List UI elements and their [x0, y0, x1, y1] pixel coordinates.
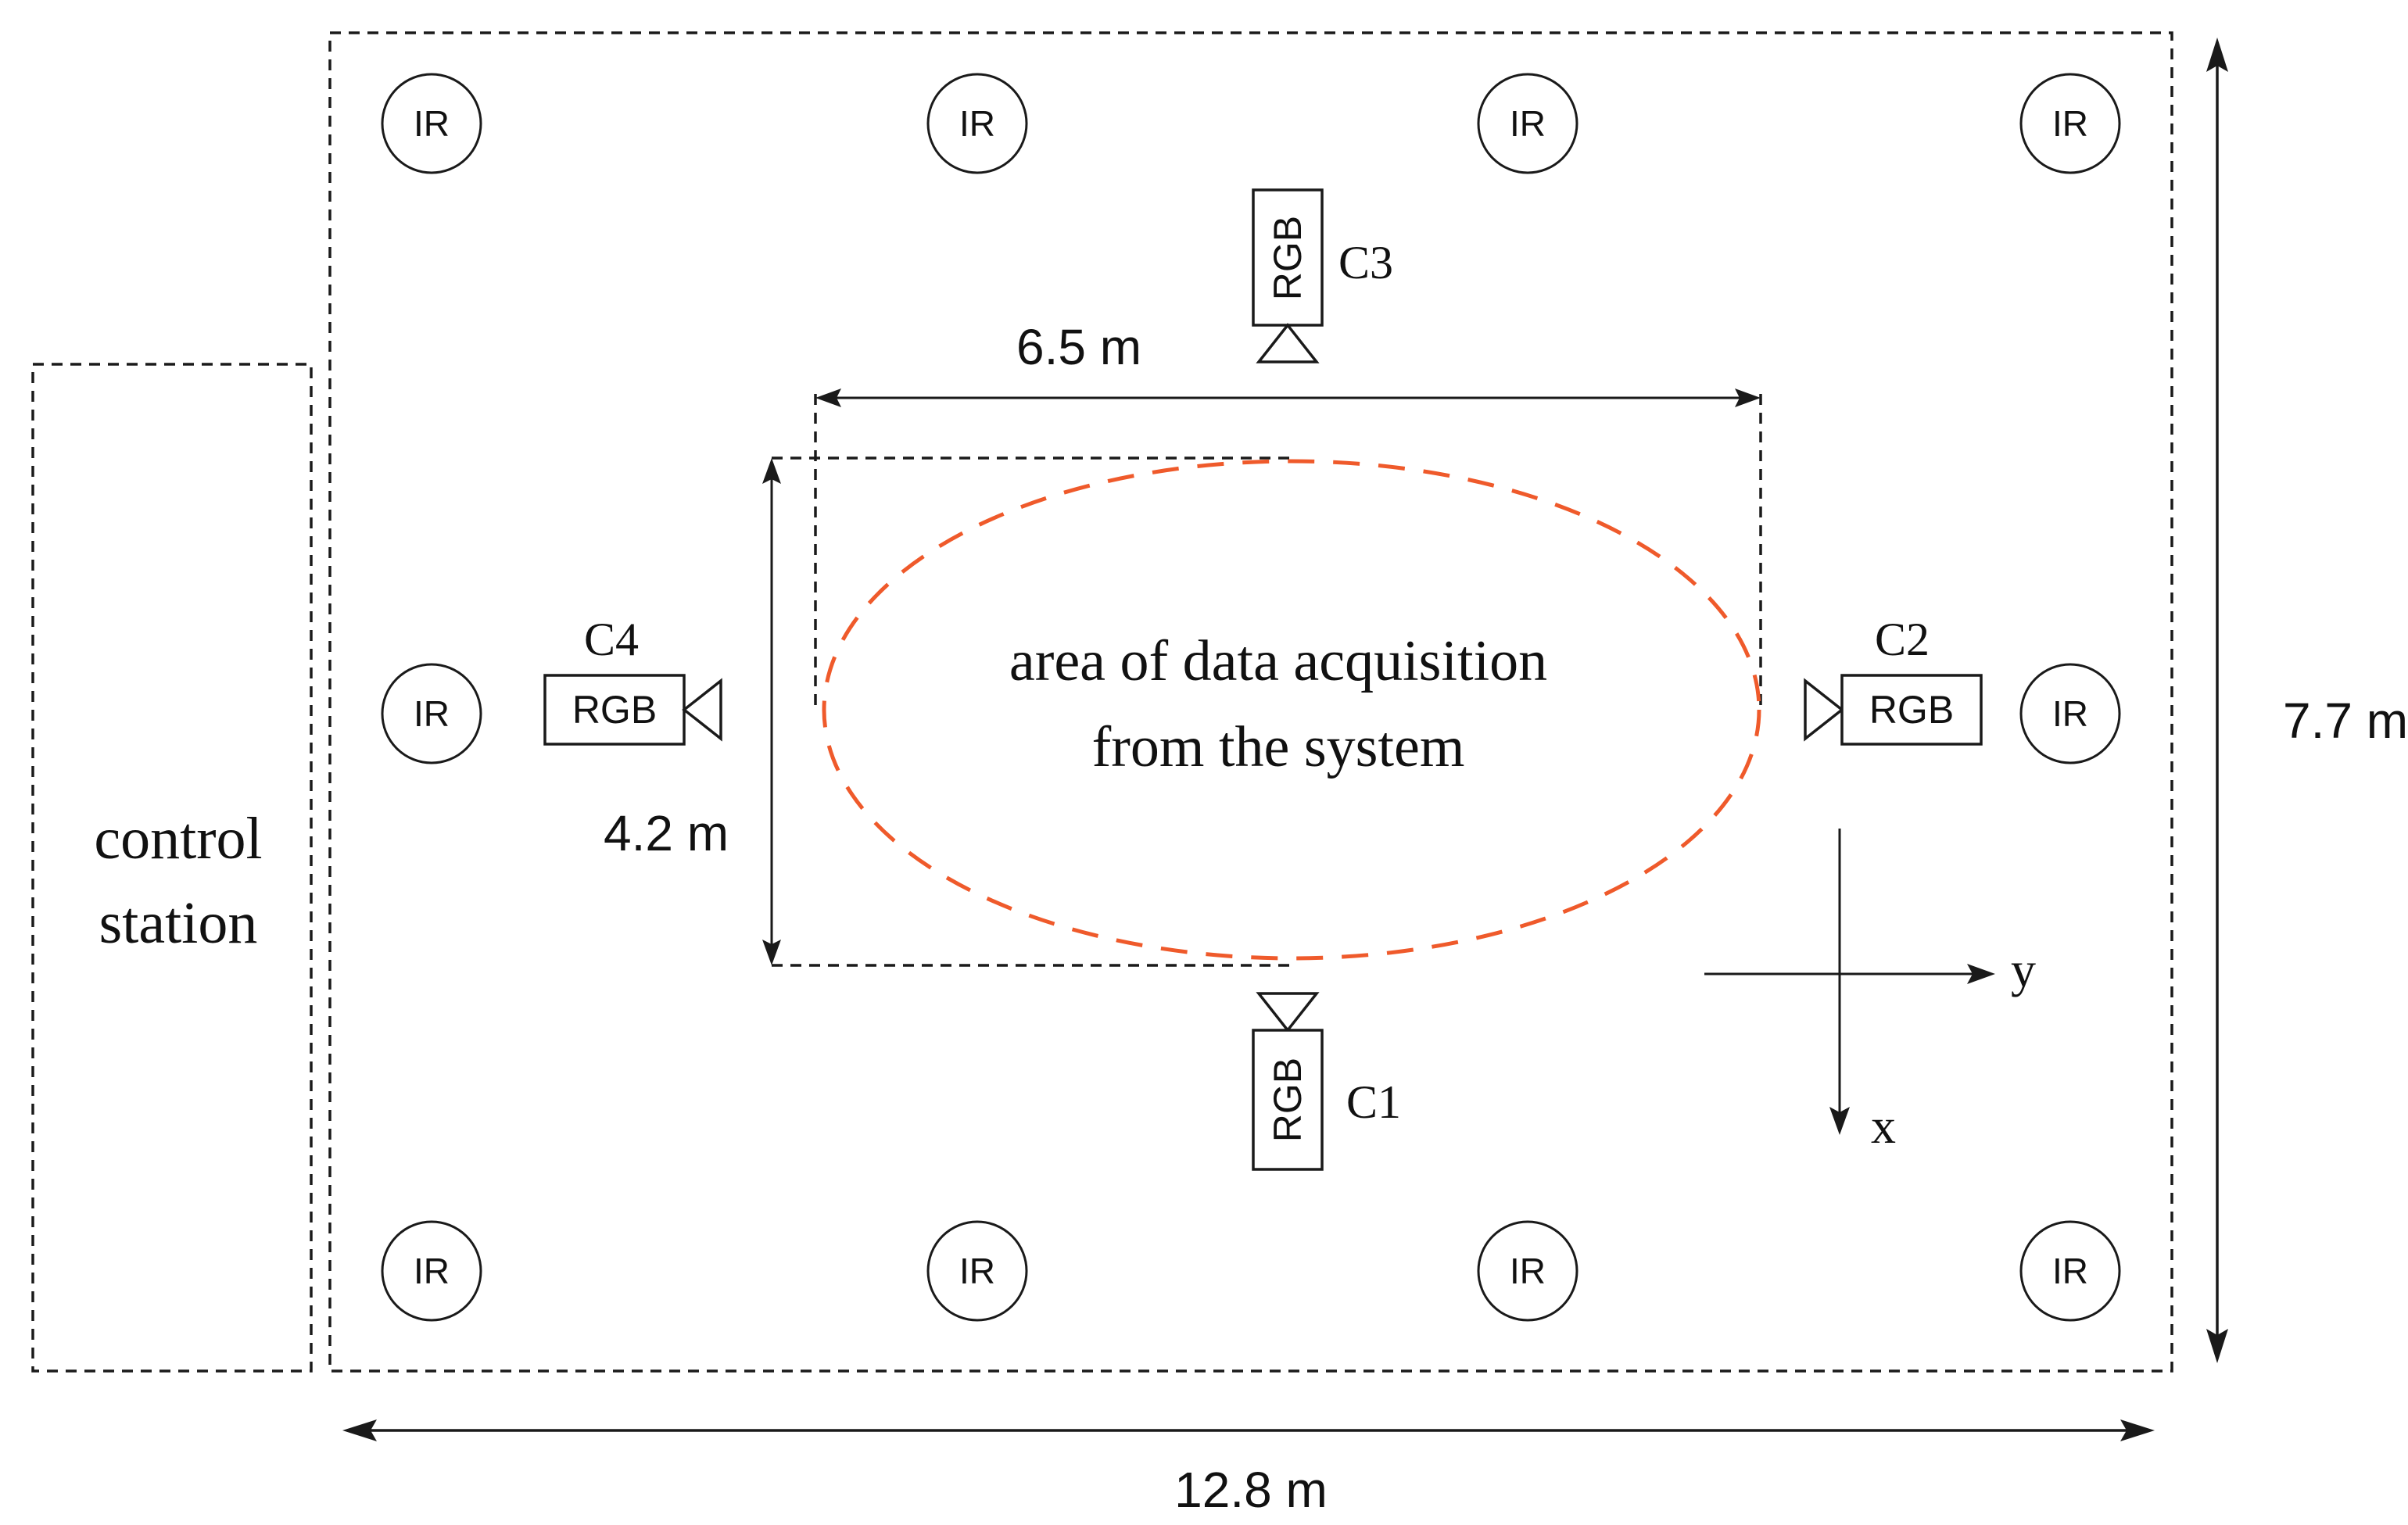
camera-c4: RGB [543, 674, 722, 746]
ir-sensor: IR [2019, 1220, 2121, 1322]
camera-c3-lens [1256, 323, 1320, 363]
room-width-dimension [342, 1419, 2155, 1441]
area-width-label: 6.5 m [1016, 319, 1141, 375]
x-axis-arrowhead [1829, 1107, 1850, 1135]
area-depth-label: 4.2 m [604, 805, 729, 861]
area-depth-dimension [762, 458, 781, 965]
acquisition-area-ellipse [822, 459, 1761, 961]
ir-sensor-label: IR [414, 1251, 450, 1291]
area-depth-guides [772, 456, 1292, 967]
ir-sensors: IR IR IR IR IR IR IR IR [381, 73, 2121, 1322]
camera-c3: RGB [1252, 188, 1324, 363]
ir-sensor: IR [2019, 663, 2121, 764]
room-width-label: 12.8 m [1174, 1462, 1328, 1518]
ir-sensor: IR [381, 73, 482, 174]
x-axis-label: x [1871, 1098, 1896, 1154]
control-station-box [31, 363, 313, 1373]
control-station-label-line1: control [94, 806, 262, 872]
ir-sensor: IR [2019, 73, 2121, 174]
ir-sensor-label: IR [414, 103, 450, 144]
area-width-guides [814, 394, 1762, 711]
ir-sensor-label: IR [2052, 103, 2088, 144]
camera-c1-name: C1 [1346, 1076, 1401, 1128]
camera-c1-lens [1256, 992, 1320, 1033]
camera-c2-name: C2 [1875, 614, 1930, 665]
camera-c4-lens [682, 678, 722, 742]
ir-sensor-label: IR [414, 693, 450, 734]
ir-sensor-label: IR [959, 1251, 995, 1291]
camera-c3-type: RGB [1266, 216, 1310, 300]
room-boundary [328, 31, 2173, 1373]
camera-c2: RGB [1804, 674, 1983, 746]
y-axis-label: y [2011, 942, 2036, 997]
camera-c3-name: C3 [1338, 237, 1393, 288]
ir-sensor: IR [381, 663, 482, 764]
ir-sensor-label: IR [2052, 693, 2088, 734]
ir-sensor-label: IR [1510, 1251, 1546, 1291]
room-depth-label: 7.7 m [2283, 693, 2408, 749]
ir-sensor-label: IR [959, 103, 995, 144]
room-depth-dimension [2206, 38, 2228, 1363]
camera-c4-name: C4 [584, 614, 639, 665]
ir-sensor: IR [926, 1220, 1028, 1322]
camera-c4-type: RGB [572, 688, 657, 732]
camera-c2-type: RGB [1869, 688, 1954, 732]
camera-c1-type: RGB [1266, 1058, 1310, 1142]
camera-c1: RGB [1252, 992, 1324, 1171]
ir-sensor: IR [381, 1220, 482, 1322]
acquisition-area-label-line2: from the system [1092, 715, 1465, 779]
area-width-dimension [815, 388, 1761, 407]
control-station-label-line2: station [99, 890, 258, 956]
coordinate-axes [1704, 829, 1995, 1135]
y-axis-arrowhead [1967, 964, 1995, 984]
ir-sensor: IR [1477, 73, 1578, 174]
acquisition-area-label-line1: area of data acquisition [1009, 629, 1547, 693]
ir-sensor: IR [1477, 1220, 1578, 1322]
ir-sensor-label: IR [2052, 1251, 2088, 1291]
camera-c2-lens [1804, 678, 1844, 742]
ir-sensor-label: IR [1510, 103, 1546, 144]
ir-sensor: IR [926, 73, 1028, 174]
